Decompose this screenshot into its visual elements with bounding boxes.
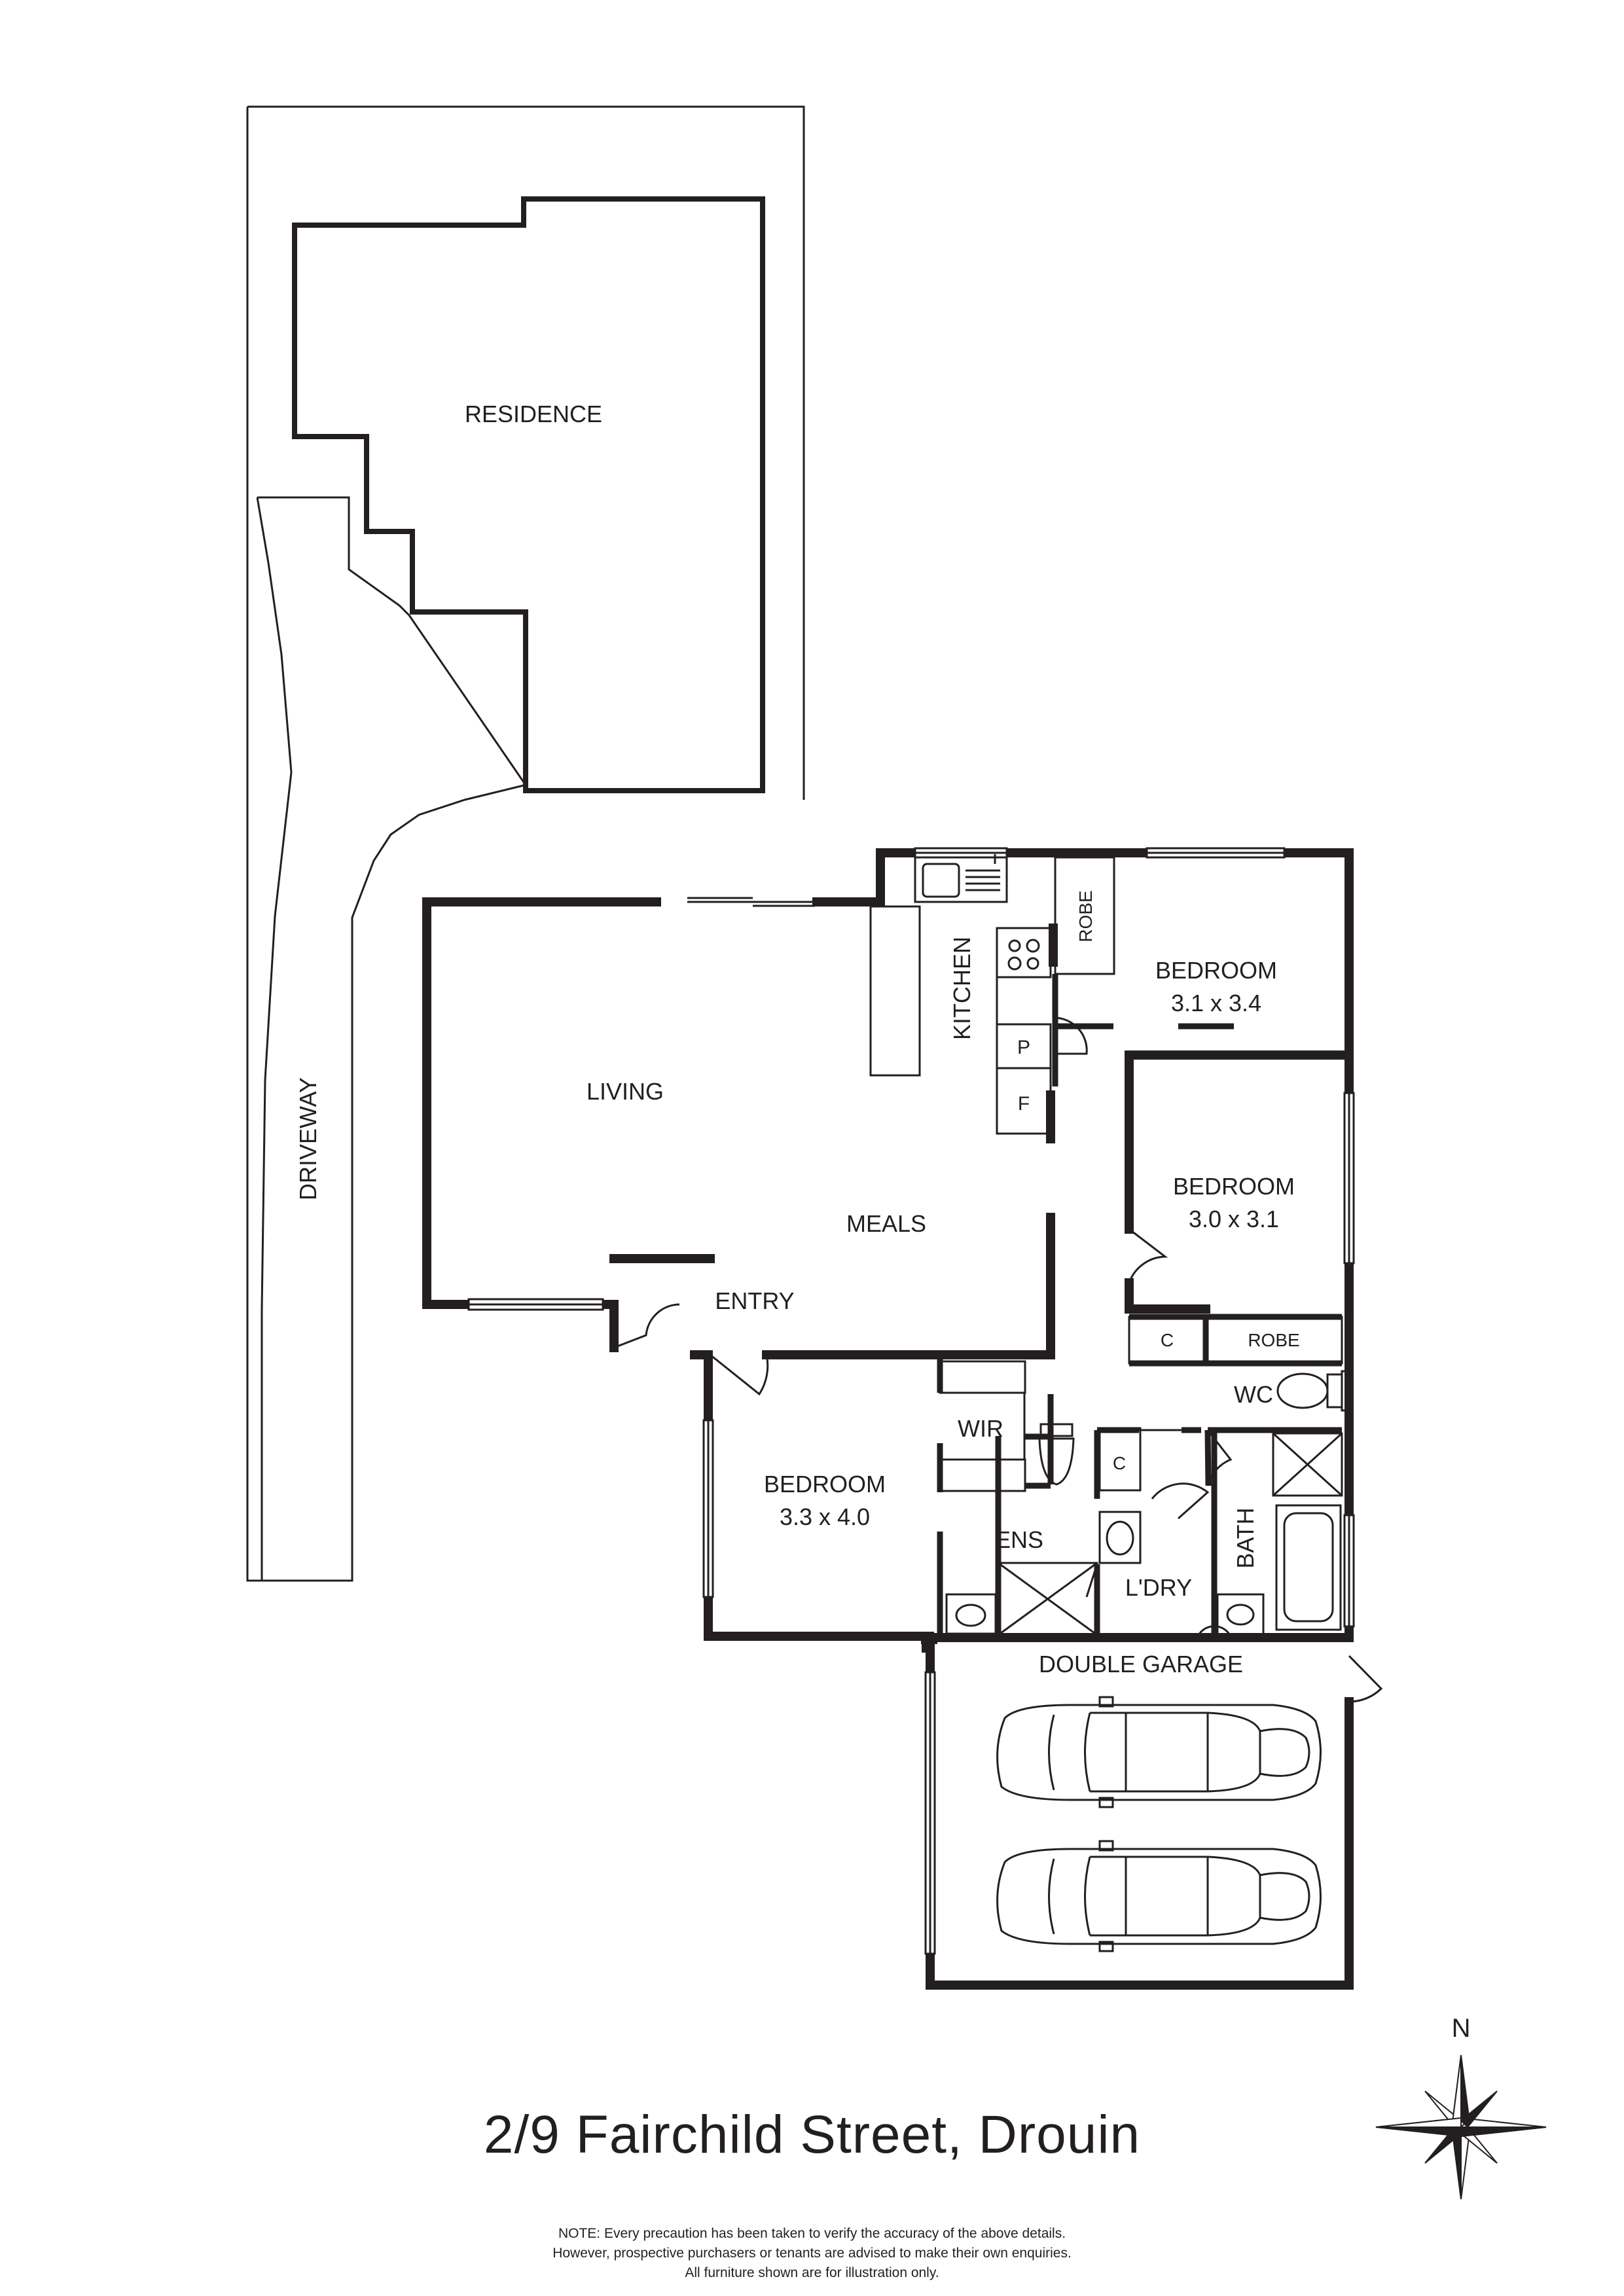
room-label-bedroom-2: BEDROOM (1173, 1173, 1295, 1200)
laundry-fixtures (1098, 1427, 1142, 1564)
bathroom-fixtures (1216, 1432, 1343, 1636)
room-label-wc: WC (1234, 1381, 1273, 1408)
kitchen-fixtures (869, 854, 1052, 1135)
ensuite-fixtures (945, 1423, 1098, 1636)
room-label-entry: ENTRY (715, 1287, 794, 1314)
room-label-meals: MEALS (846, 1210, 926, 1237)
room-label-bedroom-2-size: 3.0 x 3.1 (1189, 1206, 1279, 1232)
room-label-residence: RESIDENCE (465, 401, 602, 427)
compass-north-label: N (1452, 2014, 1471, 2043)
room-label-living: LIVING (586, 1078, 664, 1105)
room-label-pantry: P (1017, 1037, 1030, 1058)
disclaimer-line: NOTE: Every precaution has been taken to… (558, 2226, 1066, 2241)
room-label-bath: BATH (1232, 1507, 1259, 1568)
house-walls (422, 848, 1354, 1990)
disclaimer-line: However, prospective purchasers or tenan… (552, 2246, 1072, 2261)
disclaimer-line: All furniture shown are for illustration… (685, 2265, 939, 2280)
residence-outline (292, 196, 765, 793)
sliding-door (687, 897, 815, 907)
bedroom-2-storage (1128, 1316, 1343, 1365)
room-label-bedroom-3: BEDROOM (764, 1471, 886, 1498)
car-1-icon (996, 1696, 1322, 1808)
room-label-bedroom-1-size: 3.1 x 3.4 (1171, 990, 1261, 1016)
disclaimer-note: NOTE: Every precaution has been taken to… (0, 2224, 1624, 2283)
room-label-garage: DOUBLE GARAGE (1039, 1651, 1243, 1677)
wir-shelves (939, 1360, 1026, 1492)
room-label-wir: WIR (958, 1415, 1003, 1442)
windows (467, 847, 1355, 1955)
car-2-icon (996, 1840, 1322, 1952)
room-label-bedroom-1: BEDROOM (1155, 957, 1277, 984)
room-label-driveway: DRIVEWAY (295, 1077, 321, 1200)
room-label-ensuite: ENS (995, 1526, 1043, 1553)
room-label-laundry: L'DRY (1125, 1574, 1192, 1601)
robe-1-outline (1054, 856, 1115, 975)
room-label-cupboard-1: C (1161, 1330, 1174, 1350)
compass-rose-icon: N (1375, 2014, 1547, 2200)
room-label-robe-2: ROBE (1248, 1330, 1299, 1350)
room-label-kitchen: KITCHEN (948, 937, 975, 1040)
door-swings (613, 1016, 1383, 1703)
site-outline (246, 105, 805, 1582)
room-label-bedroom-3-size: 3.3 x 4.0 (780, 1503, 870, 1530)
wc-fixtures (1276, 1370, 1352, 1412)
room-label-robe-1: ROBE (1075, 890, 1096, 942)
property-address: 2/9 Fairchild Street, Drouin (483, 2105, 1141, 2164)
room-label-cupboard-2: C (1113, 1453, 1126, 1473)
room-label-fridge: F (1018, 1093, 1030, 1115)
